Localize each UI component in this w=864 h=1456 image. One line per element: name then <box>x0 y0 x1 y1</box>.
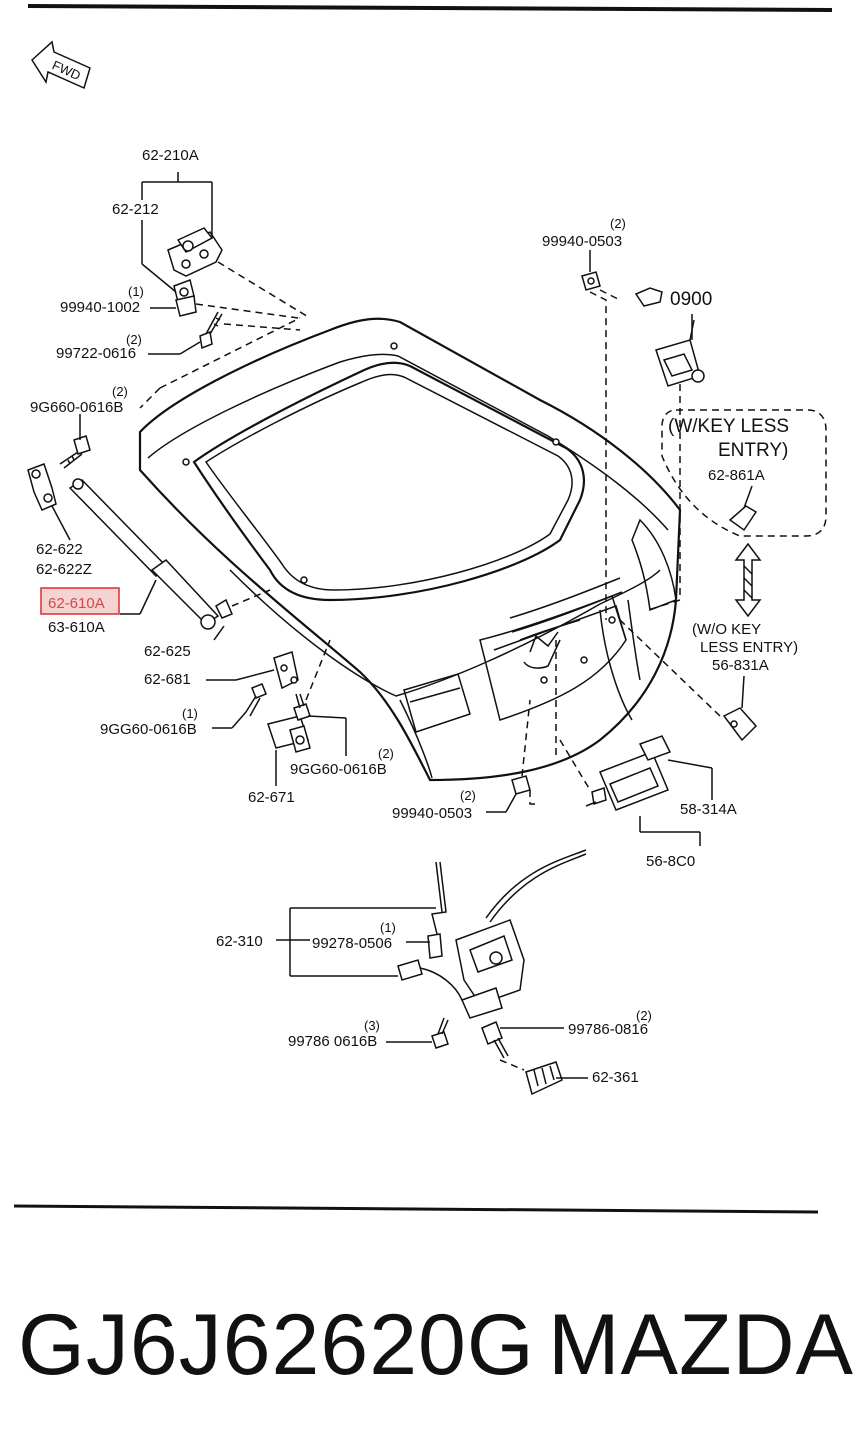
label-62-681: 62-681 <box>144 671 191 688</box>
qty-99940-0503-lower: (2) <box>460 788 476 803</box>
qty-9GG60-0616B-2: (2) <box>378 746 394 761</box>
gas-strut-part <box>68 478 233 630</box>
nut-part <box>581 271 601 291</box>
label-56-831A: 56-831A <box>712 657 769 674</box>
keyless-entry-box <box>661 409 827 537</box>
label-62-310: 62-310 <box>216 933 263 950</box>
striker-part <box>525 1061 563 1096</box>
fwd-arrow-icon: FWD <box>31 40 91 90</box>
note-keyless-line2: ENTRY) <box>718 440 788 461</box>
label-0900: 0900 <box>670 289 712 310</box>
label-99940-0503-upper: 99940-0503 <box>542 233 622 250</box>
label-99722-0616: 99722-0616 <box>56 345 136 362</box>
label-62-212: 62-212 <box>112 201 159 218</box>
bracket-part <box>267 715 311 753</box>
label-62-861A: 62-861A <box>708 467 765 484</box>
part-number: GJ6J62620G <box>18 1297 535 1393</box>
qty-9GG60-0616B-1: (1) <box>182 706 198 721</box>
label-62-361: 62-361 <box>592 1069 639 1086</box>
label-99940-1002: 99940-1002 <box>60 299 140 316</box>
label-62-210A: 62-210A <box>142 147 199 164</box>
latch-assembly-part <box>397 849 587 1019</box>
bolt-part <box>59 435 91 469</box>
note-nokey-line1: (W/O KEY <box>692 621 761 638</box>
label-56-8C0: 56-8C0 <box>646 853 695 870</box>
qty-99940-1002: (1) <box>128 284 144 299</box>
footer: GJ6J62620G MAZDA <box>0 1290 864 1400</box>
key-icon <box>634 287 663 307</box>
label-9GG60-0616B-1: 9GG60-0616B <box>100 721 197 738</box>
cap-part <box>728 505 758 532</box>
qty-99278-0506: (1) <box>380 920 396 935</box>
label-99940-0503-lower: 99940-0503 <box>392 805 472 822</box>
parts-diagram: FWD <box>13 4 833 1214</box>
bolt-part <box>431 1017 449 1049</box>
nut-part <box>511 775 531 795</box>
switch-assembly-part <box>585 735 672 811</box>
bolt-part <box>199 311 223 350</box>
bracket-part <box>273 651 299 690</box>
bottom-border <box>13 1204 819 1214</box>
lock-cylinder-part <box>655 319 705 387</box>
label-99786-0816: 99786-0816 <box>568 1021 648 1038</box>
label-99278-0506: 99278-0506 <box>312 935 392 952</box>
bolt-part <box>481 1021 509 1059</box>
highlight-box-62-610A <box>40 587 120 615</box>
qty-9G660-0616B: (2) <box>112 384 128 399</box>
label-99786-0616B: 99786 0616B <box>288 1033 377 1050</box>
double-arrow-icon <box>734 542 762 618</box>
qty-99786-0616B: (3) <box>364 1018 380 1033</box>
note-keyless-line1: (W/KEY LESS <box>668 416 789 437</box>
screw-part <box>245 683 267 717</box>
strut-bracket-part <box>27 463 57 511</box>
hinge-part <box>167 227 223 317</box>
qty-99786-0816: (2) <box>636 1008 652 1023</box>
liftgate-panel <box>138 317 682 782</box>
top-border <box>27 4 833 12</box>
label-9G660-0616B: 9G660-0616B <box>30 399 123 416</box>
lock-cylinder-part <box>722 707 758 742</box>
label-62-610A: 62-610A <box>48 595 105 612</box>
label-62-625: 62-625 <box>144 643 191 660</box>
qty-99722-0616: (2) <box>126 332 142 347</box>
label-9GG60-0616B-2: 9GG60-0616B <box>290 761 387 778</box>
label-62-671: 62-671 <box>248 789 295 806</box>
label-62-622: 62-622 <box>36 541 83 558</box>
note-nokey-line2: LESS ENTRY) <box>700 639 798 656</box>
label-63-610A: 63-610A <box>48 619 105 636</box>
qty-99940-0503-upper: (2) <box>610 216 626 231</box>
label-58-314A: 58-314A <box>680 801 737 818</box>
label-62-622Z: 62-622Z <box>36 561 92 578</box>
brand-name: MAZDA <box>548 1297 854 1393</box>
